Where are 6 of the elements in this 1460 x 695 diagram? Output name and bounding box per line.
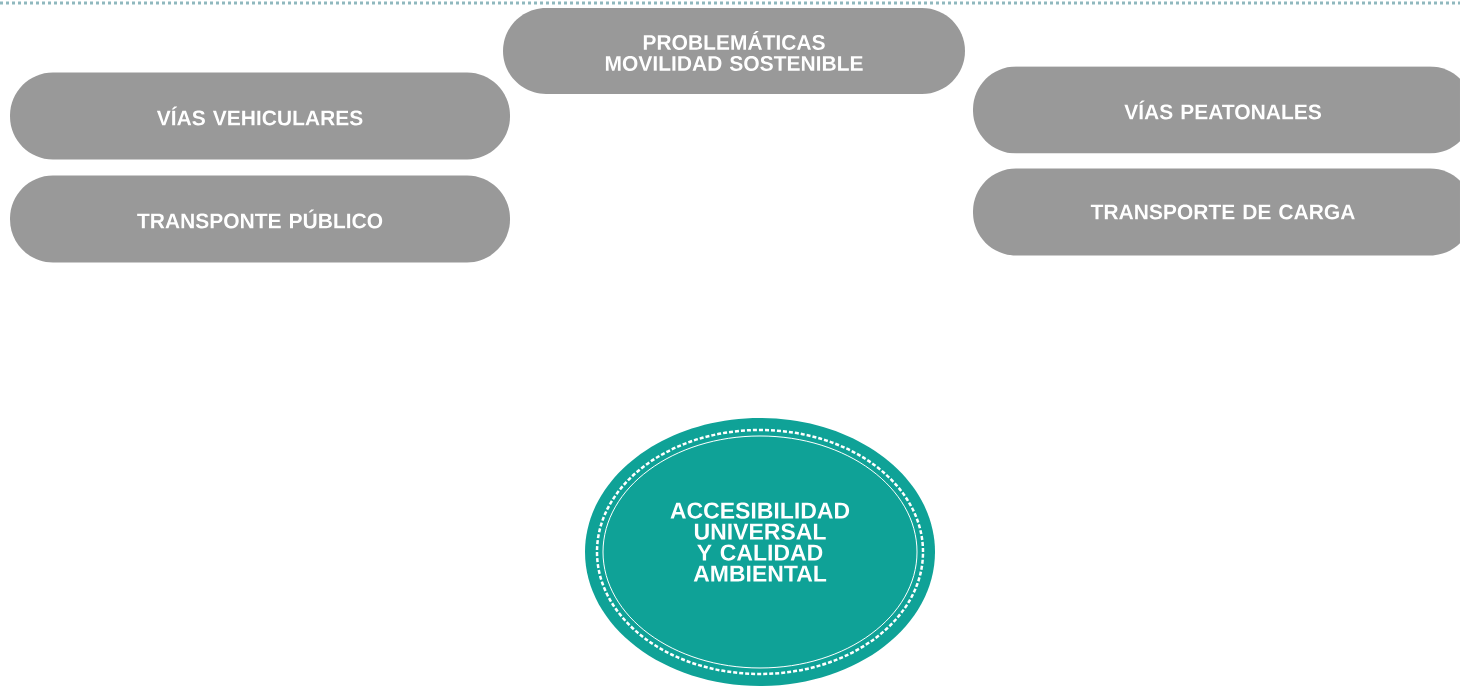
rounded-box: TRANSPORTE DE CARGA [973, 168, 1460, 256]
rounded-box: PROBLEMÁTICAS MOVILIDAD SOSTENIBLE [503, 8, 965, 94]
rounded-box: VÍAS PEATONALES [973, 66, 1460, 154]
rounded-box: VÍAS VEHICULARES [10, 72, 510, 160]
ellipse-badge: ACCESIBILIDAD UNIVERSAL Y CALIDAD AMBIENTAL [585, 418, 935, 686]
rounded-box: TRANSPONTE PÚBLICO [10, 175, 510, 263]
